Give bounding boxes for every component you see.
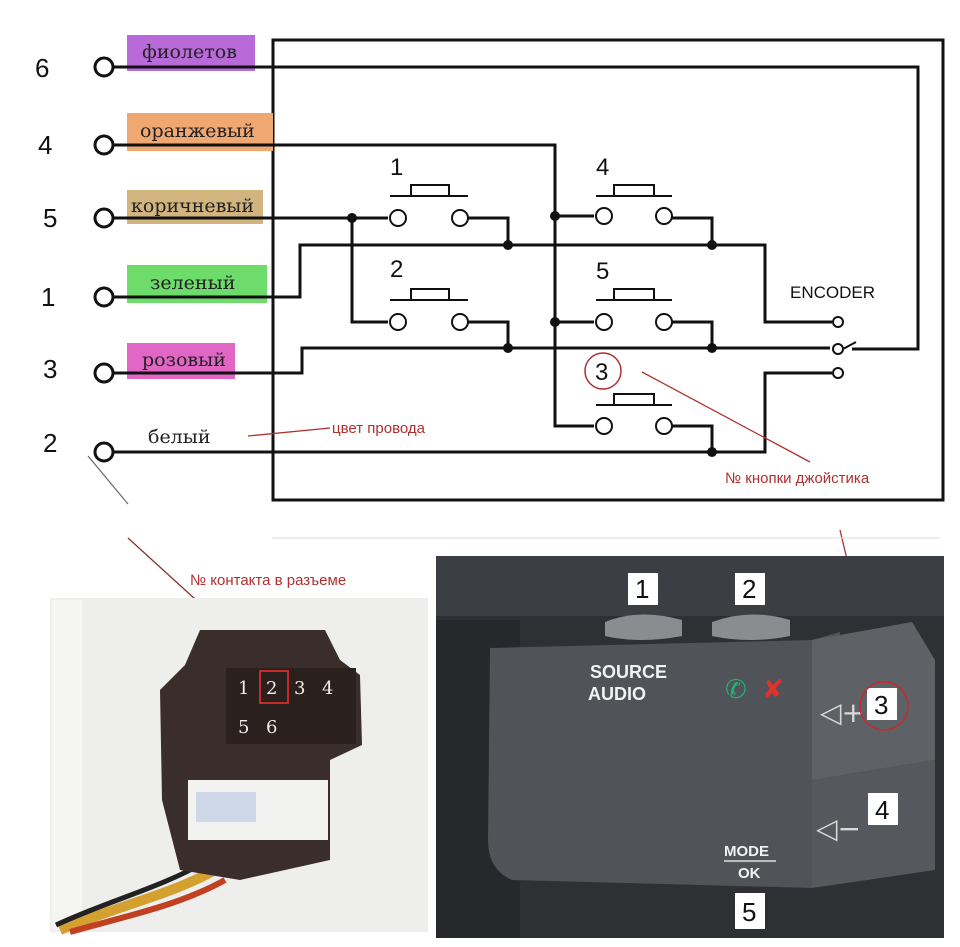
stalk-source-text: SOURCE	[590, 662, 667, 682]
pin-terminal-2	[93, 441, 115, 463]
pin-terminal-4	[93, 134, 115, 156]
pin-number-4: 4	[38, 130, 52, 160]
phone-hangup-icon: ✘	[762, 675, 784, 705]
annotation-joystick-button: № кнопки джойстика	[725, 470, 870, 487]
schematic-frame	[271, 38, 945, 502]
stalk-photo: SOURCE AUDIO ✆ ✘ ◁+ ◁− MODE OK 1 2 3 4 5	[436, 556, 944, 938]
wire-label-2: белый	[148, 426, 211, 448]
connector-num-5: 5	[238, 717, 249, 738]
pin-number-6: 6	[35, 53, 49, 83]
button-number-4: 4	[596, 154, 609, 181]
stalk-label-3-circle	[859, 681, 909, 731]
encoder-label: ENCODER	[790, 283, 875, 302]
wire-label-1: зеленый	[150, 272, 235, 294]
push-button-2	[389, 288, 469, 331]
swatch-pin6	[127, 35, 255, 71]
phone-answer-icon: ✆	[725, 675, 747, 705]
stalk-audio-text: AUDIO	[588, 684, 646, 704]
button-number-2: 2	[390, 256, 403, 283]
pin-number-3: 3	[43, 354, 57, 384]
push-button-5	[595, 288, 673, 331]
button-number-5: 5	[596, 258, 609, 285]
pin-number-5: 5	[43, 203, 57, 233]
junctions	[347, 211, 717, 457]
pin-number-2: 2	[43, 428, 57, 458]
wire-label-5: коричневый	[131, 195, 254, 217]
pin-number-1: 1	[41, 282, 55, 312]
connector-num-1: 1	[238, 678, 249, 699]
connector-num-2: 2	[266, 678, 277, 699]
push-button-4	[595, 184, 673, 225]
volume-down-icon: ◁−	[816, 812, 861, 845]
push-button-1	[389, 184, 469, 227]
stalk-label-1: 1	[635, 574, 649, 604]
encoder-switch	[832, 316, 857, 379]
connector-contact-2-highlight	[259, 670, 289, 704]
volume-up-icon: ◁+	[820, 696, 865, 729]
button-number-1: 1	[390, 154, 403, 181]
wire-label-3: розовый	[142, 349, 226, 371]
button-number-3-circle	[584, 352, 622, 390]
connector-photo: 1 2 3 4 5 6	[50, 598, 428, 935]
wire-label-4: оранжевый	[140, 120, 255, 142]
stalk-label-4: 4	[875, 795, 889, 825]
stalk-ok-text: OK	[738, 865, 761, 882]
push-button-3	[595, 393, 673, 435]
connector-num-6: 6	[266, 717, 277, 738]
stalk-mode-text: MODE	[724, 843, 769, 860]
annotation-wire-color: цвет провода	[332, 420, 426, 437]
button-number-3: 3	[595, 359, 608, 386]
connector-num-3: 3	[294, 678, 305, 699]
pin-terminal-5	[93, 207, 115, 229]
stalk-label-2: 2	[742, 574, 756, 604]
pin-terminal-3	[93, 362, 115, 384]
connector-num-4: 4	[322, 678, 333, 699]
stalk-label-5: 5	[742, 897, 756, 927]
wire-label-6: фиолетов	[142, 41, 237, 63]
pin-terminal-6	[93, 56, 115, 78]
pin-terminal-1	[93, 286, 115, 308]
stalk-label-3: 3	[874, 690, 888, 720]
annotation-connector-contact: № контакта в разъеме	[190, 572, 346, 589]
